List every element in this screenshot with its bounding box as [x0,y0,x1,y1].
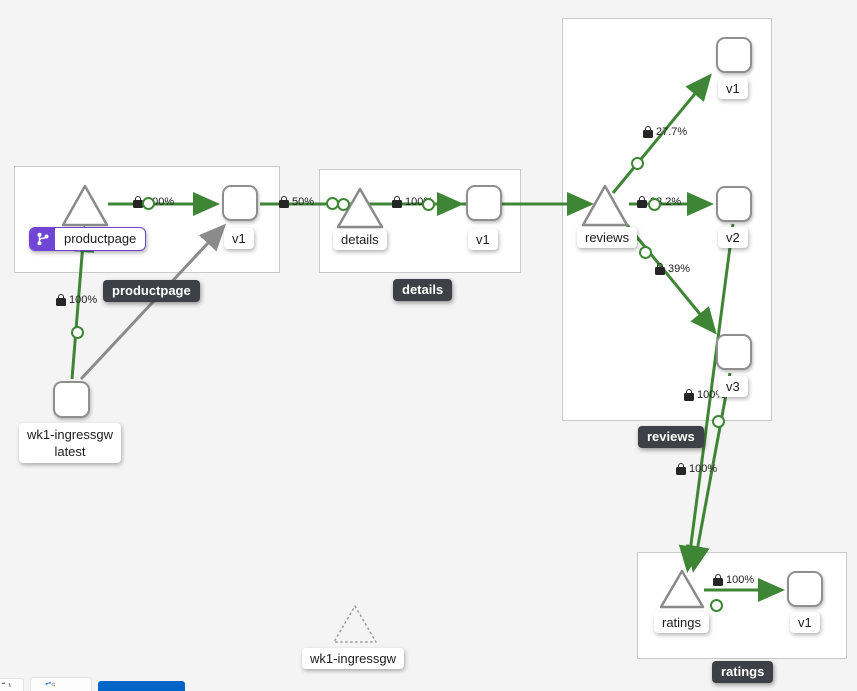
workload-node-ratings-v1[interactable] [787,571,823,607]
legend-button[interactable]: Legend [98,681,185,691]
edge-waypoint-circle [337,198,350,211]
workload-node-ingressgw[interactable] [53,381,90,418]
workload-node-reviews-v1[interactable] [716,37,752,73]
graph-overview-button[interactable] [30,677,92,691]
edge-waypoint-circle [710,599,723,612]
edge-gw-to-productpage[interactable] [70,225,95,380]
node-label-productpage-v1[interactable]: v1 [224,228,254,249]
workload-node-details-v1[interactable] [466,185,502,221]
node-label-reviews-v2[interactable]: v2 [718,227,748,248]
mtls-lock-icon [655,263,665,275]
node-label-reviews-v3[interactable]: v3 [718,376,748,397]
service-node-details[interactable] [336,187,384,229]
group-badge-details[interactable]: details [393,279,453,301]
mtls-lock-icon [676,463,686,475]
group-badge-productpage[interactable]: productpage [103,280,200,302]
zoom-control-button[interactable] [0,678,24,691]
workload-node-reviews-v2[interactable] [716,186,752,222]
node-label-ratings-v1[interactable]: v1 [790,612,820,633]
workload-node-reviews-v3[interactable] [716,334,752,370]
edge-gw-to-productpage-v1[interactable] [79,223,227,381]
node-label-reviews[interactable]: reviews [577,227,638,248]
virtual-service-branch-icon [30,228,55,250]
edge-waypoint-circle [71,326,84,339]
group-badge-ratings[interactable]: ratings [712,661,774,683]
node-label-productpage[interactable]: productpage [29,227,147,251]
node-label-details[interactable]: details [333,229,387,250]
node-label-ratings[interactable]: ratings [654,612,710,633]
edge-label-reviews-v3: 39% [655,263,690,275]
mtls-lock-icon [133,196,143,208]
edge-waypoint-circle [712,415,725,428]
edge-label-reviews-v1: 27.7% [643,126,687,138]
service-node-productpage[interactable] [61,184,109,227]
mtls-lock-icon [392,196,402,208]
edge-v3-to-ratings[interactable] [686,372,732,573]
node-label-reviews-v1[interactable]: v1 [718,78,748,99]
mtls-lock-icon [684,389,694,401]
edge-waypoint-circle [639,246,652,259]
edge-v2-to-ratings[interactable] [678,223,735,573]
mtls-lock-icon [713,574,723,586]
edge-waypoint-circle [142,197,155,210]
mtls-lock-icon [279,196,289,208]
node-label-details-v1[interactable]: v1 [468,229,498,250]
edge-reviews-to-v1[interactable] [611,73,712,194]
service-node-ratings[interactable] [659,569,705,609]
mtls-lock-icon [637,196,647,208]
idle-service-node-ingressgw[interactable] [333,605,377,643]
mtls-lock-icon [56,294,66,306]
node-label-ingressgw[interactable]: wk1-ingressgw latest [19,423,121,463]
edge-waypoint-circle [631,157,644,170]
edge-label-ratings-v1: 100% [713,574,754,586]
mtls-lock-icon [643,126,653,138]
node-label-idle-ingressgw[interactable]: wk1-ingressgw [302,648,404,669]
workload-node-productpage-v1[interactable] [222,185,258,221]
edge-label-v1-details: 50% [279,196,314,208]
service-node-reviews[interactable] [581,184,629,227]
edge-waypoint-circle [648,198,661,211]
edge-label-gw-productpage: 100% [56,294,97,306]
group-badge-reviews[interactable]: reviews [638,426,704,448]
edge-label-v2-ratings: 100% [676,463,717,475]
edge-waypoint-circle [422,198,435,211]
